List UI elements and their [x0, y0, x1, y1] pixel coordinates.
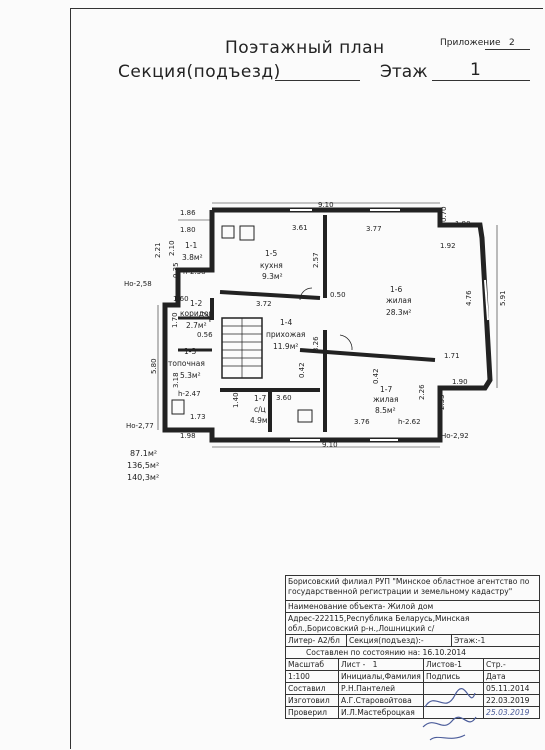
address: Адрес-222115,Республика Беларусь,Минская…	[288, 614, 470, 633]
svg-text:1.90: 1.90	[452, 378, 468, 386]
svg-text:1.71: 1.71	[444, 352, 460, 360]
room-1-1-area: 3.8м²	[182, 253, 203, 262]
svg-text:3.72: 3.72	[256, 300, 272, 308]
total-1: 87.1м²	[130, 449, 157, 458]
svg-text:1.98: 1.98	[180, 432, 196, 440]
svg-text:3.26: 3.26	[312, 336, 320, 352]
svg-text:0.50: 0.50	[330, 291, 346, 299]
section-label: Секция(подъезд)	[118, 62, 281, 82]
room-1-1-id: 1-1	[185, 241, 197, 250]
room-1-7-name: жилая	[373, 395, 399, 404]
room-1-5-name: кухня	[260, 261, 283, 270]
svg-text:4.76: 4.76	[465, 290, 473, 306]
svg-text:1.92: 1.92	[440, 242, 456, 250]
svg-text:1.40: 1.40	[232, 392, 240, 408]
svg-text:9.10: 9.10	[318, 201, 334, 209]
room-1-3-area: 5.3м²	[180, 371, 201, 380]
room-1-2-id: 1-2	[190, 299, 202, 308]
page-title: Поэтажный план	[225, 38, 385, 58]
room-1-7-id: 1-7	[380, 385, 392, 394]
room-1-5-id: 1-5	[265, 249, 277, 258]
room-1-4-id: 1-4	[280, 318, 292, 327]
svg-text:1.60: 1.60	[173, 295, 189, 303]
svg-text:0.42: 0.42	[298, 362, 306, 378]
org-name: Борисовский филиал РУП "Минское областно…	[288, 577, 530, 596]
svg-text:5.80: 5.80	[150, 358, 158, 374]
object-name: Наименование объекта- Жилой дом	[288, 602, 434, 611]
sheet-border	[70, 8, 543, 749]
state-date: Составлен по состоянию на: 16.10.2014	[306, 648, 467, 657]
elevation-3: Но-2,92	[441, 432, 469, 440]
height-1: h-2.38	[183, 268, 206, 276]
svg-text:9.10: 9.10	[322, 441, 338, 449]
svg-text:2.26: 2.26	[418, 384, 426, 400]
svg-text:0.35: 0.35	[172, 262, 180, 278]
total-3: 140,3м²	[127, 473, 159, 482]
svg-text:3.60: 3.60	[276, 394, 292, 402]
litera: Литер- А2/бл	[288, 636, 340, 645]
svg-text:2.55: 2.55	[438, 394, 446, 410]
elevation-2: Но-2,77	[126, 422, 154, 430]
svg-text:0.56: 0.56	[197, 331, 213, 339]
section: Секция(подъезд):-	[346, 635, 451, 646]
svg-text:3.76: 3.76	[354, 418, 370, 426]
svg-text:3.61: 3.61	[292, 224, 308, 232]
room-1-2-area: 2.7м²	[186, 321, 207, 330]
room-1-6-name: жилая	[386, 296, 412, 305]
svg-text:3.77: 3.77	[366, 225, 382, 233]
room-wc-id: 1-7	[254, 394, 266, 403]
svg-text:2.21: 2.21	[154, 242, 162, 258]
attachment-label: Приложение	[440, 38, 501, 48]
floor-value: 1	[470, 60, 481, 80]
svg-text:1.73: 1.73	[190, 413, 206, 421]
room-1-5-area: 9.3м²	[262, 272, 283, 281]
svg-text:1.86: 1.86	[180, 209, 196, 217]
total-2: 136,5м²	[127, 461, 159, 470]
attachment-number: 2	[509, 38, 515, 48]
room-wc-area: 4.9м²	[250, 416, 271, 425]
svg-text:2.57: 2.57	[312, 252, 320, 268]
room-1-4-name: прихожая	[266, 330, 305, 339]
title-block: Борисовский филиал РУП "Минское областно…	[285, 575, 540, 719]
svg-text:5.91: 5.91	[499, 290, 507, 306]
svg-text:1.70: 1.70	[171, 312, 179, 328]
floor: Этаж:-1	[451, 635, 541, 646]
room-1-2-name: коридор	[180, 309, 214, 318]
elevation-1: Но-2,58	[124, 280, 152, 288]
height-2: h-2.47	[178, 390, 201, 398]
floor-label: Этаж	[380, 62, 428, 82]
room-wc-name: с/ц	[254, 405, 266, 414]
svg-text:1.90: 1.90	[455, 220, 471, 228]
svg-text:0.70: 0.70	[440, 206, 448, 222]
signature-scribble	[422, 688, 477, 741]
room-1-3-id: 1-3	[184, 347, 196, 356]
svg-text:1.80: 1.80	[180, 226, 196, 234]
room-1-7-area: 8.5м²	[375, 406, 396, 415]
svg-text:0.42: 0.42	[372, 368, 380, 384]
room-1-6-area: 28.3м²	[386, 308, 411, 317]
svg-text:3.18: 3.18	[172, 372, 180, 388]
room-1-6-id: 1-6	[390, 285, 402, 294]
svg-text:2.10: 2.10	[168, 240, 176, 256]
room-1-3-name: топочная	[168, 359, 205, 368]
room-1-4-area: 11.9м²	[273, 342, 298, 351]
height-3: h-2.62	[398, 418, 421, 426]
